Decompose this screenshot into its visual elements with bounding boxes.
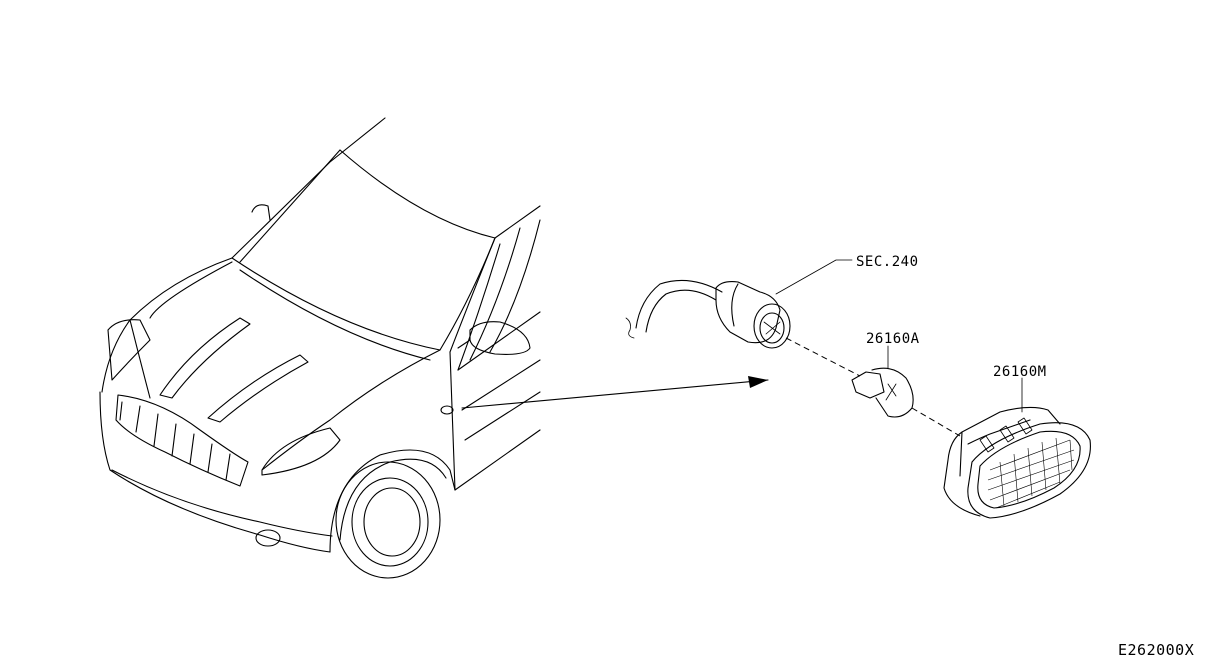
harness-socket (625, 279, 791, 349)
bulb (851, 367, 914, 418)
callout-lamp: 26160M (993, 364, 1047, 413)
callout-bulb: 26160A (866, 331, 920, 369)
callout-label-harness: SEC.240 (856, 254, 919, 270)
callout-label-lamp: 26160M (993, 364, 1047, 380)
figure-code: E262000X (1118, 641, 1194, 659)
callout-label-bulb: 26160A (866, 331, 920, 347)
vehicle-illustration (99, 117, 541, 579)
location-arrow (461, 376, 769, 409)
side-turn-lamp (943, 406, 1091, 519)
assembly-line (785, 337, 961, 437)
callout-harness: SEC.240 (775, 254, 919, 295)
